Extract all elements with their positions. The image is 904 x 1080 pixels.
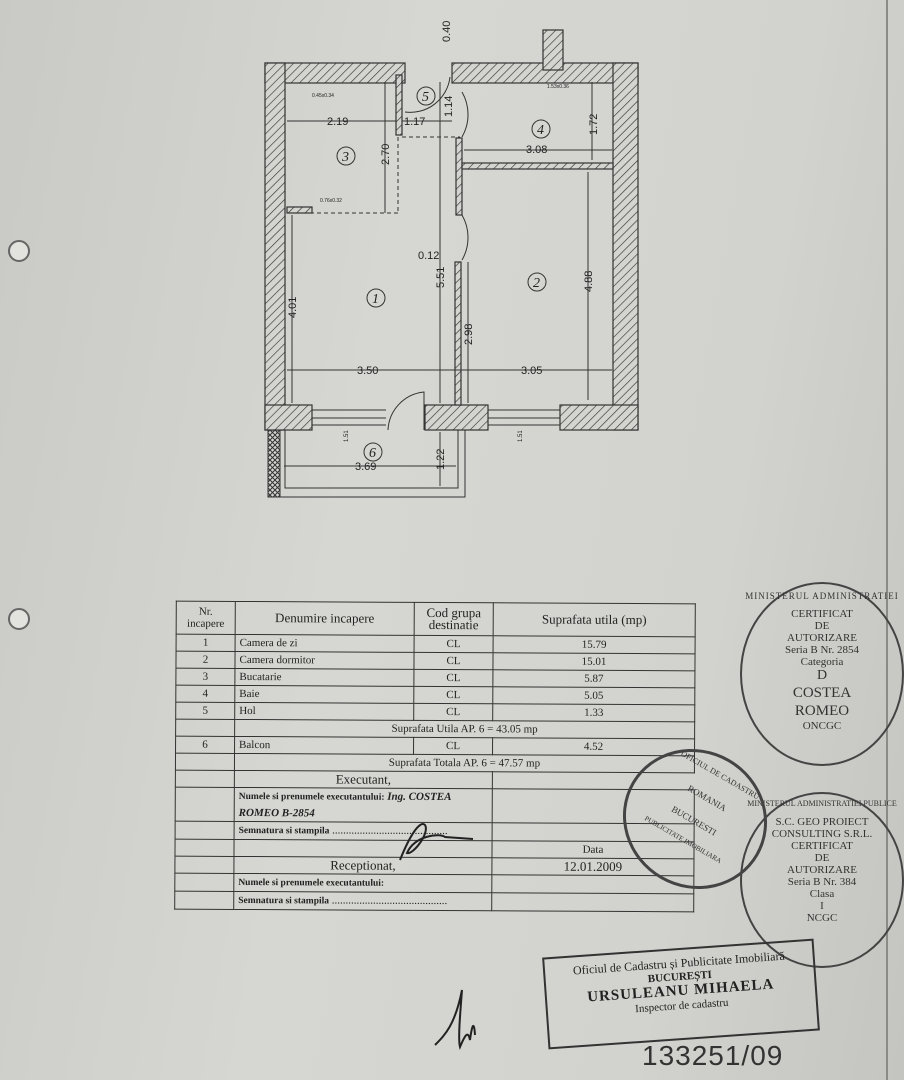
wall-right [612,62,639,431]
stamp-ring-text: MINISTERUL ADMINISTRATIEI PUBLICE [747,799,897,808]
dim-label: 1.17 [404,116,425,128]
header-code: Cod grupa destinatie [414,602,494,636]
dim-label: 1.22 [435,449,447,470]
receptionat-name-label: Numele si prenumele executantului: [238,877,385,889]
page-edge [886,0,888,1080]
stamp-ring-text: MINISTERUL ADMINISTRATIEI [745,591,899,601]
dim-label: 1.51 [518,430,524,442]
room-number: 1 [372,292,379,307]
dim-label: 2.98 [463,324,475,345]
punch-hole [8,240,30,262]
chimney-wall [542,29,564,71]
kitchen-stub [286,206,313,214]
room-label-2: 2 [527,272,547,292]
wall-hall-left [395,74,403,136]
dim-label: 3.69 [355,461,376,473]
dim-label: 3.50 [357,365,378,377]
room-number: 3 [341,150,349,165]
dim-label: 5.51 [435,267,447,288]
partition-lower [454,261,462,406]
dim-label: 0.45x0.34 [312,93,334,99]
room-label-5: 5 [416,86,436,106]
signature-label: Semnatura si stampila [238,825,330,837]
dim-label: 0.12 [418,250,439,262]
balcony-parapet [267,429,281,498]
wall-bottom-middle [424,404,489,431]
table-header: Nr. incapere Denumire incapere Cod grupa… [176,601,696,637]
dim-label: 0.76x0.32 [320,198,342,204]
wall-bath [461,162,614,170]
stamp-costea: MINISTERUL ADMINISTRATIEI CERTIFICAT DE … [740,582,904,766]
rooms-table: Nr. incapere Denumire incapere Cod grupa… [174,601,696,913]
receptionat-signature-label: Semnatura si stampila [238,895,330,907]
stamp-geo-proiect: MINISTERUL ADMINISTRATIEI PUBLICE S.C. G… [740,792,904,968]
dim-label: 2.19 [327,116,348,128]
room-number: 5 [422,90,429,105]
walls [264,29,639,431]
dim-label: 4.01 [287,297,299,318]
dim-label: 1.72 [588,114,600,135]
room-label-4: 4 [531,119,551,139]
dim-label: 1.53x0.36 [547,84,569,90]
wall-top-left [264,62,406,84]
dimension-labels: 0.40 2.19 1.17 1.14 2.70 3.08 1.72 0.12 … [287,21,600,473]
floor-plan: 1 2 3 4 5 6 0.40 2.19 1.17 1.14 2.70 3.0… [264,21,639,498]
dim-label: 3.08 [526,144,547,156]
inspector-signature [434,989,476,1051]
wall-bottom-left [264,404,313,431]
wall-bottom-right [559,404,639,431]
executant-signature [399,823,474,861]
header-name: Denumire incapere [235,601,415,636]
dim-label: 4.88 [583,271,595,292]
punch-hole [8,608,30,630]
executant-title: Executant, [234,770,493,789]
dim-label: 2.70 [380,144,392,165]
plan-lines [279,76,612,498]
room-numbers: 1 2 3 4 5 6 [336,86,551,462]
wall-left [264,62,286,431]
executant-name-label: Numele si prenumele executantului: [238,791,385,803]
room-number: 2 [533,276,540,291]
header-area: Suprafata utila (mp) [493,602,696,637]
dim-label: 0.40 [441,21,453,42]
room-number: 4 [537,123,544,138]
stamp-ocpi-inspector: Oficiul de Cadastru și Publicitate Imobi… [542,938,820,1050]
dim-label: 3.05 [521,365,542,377]
registration-number: 133251/09 [642,1040,784,1071]
room-label-6: 6 [363,442,383,462]
partition-upper [455,137,463,216]
dim-label: 1.51 [344,430,350,442]
room-label-1: 1 [366,288,386,308]
room-label-3: 3 [336,146,356,166]
room-number: 6 [369,446,376,461]
header-nr: Nr. incapere [176,601,236,635]
signature-line: ........................................… [331,894,448,908]
dim-label: 1.14 [443,96,455,117]
